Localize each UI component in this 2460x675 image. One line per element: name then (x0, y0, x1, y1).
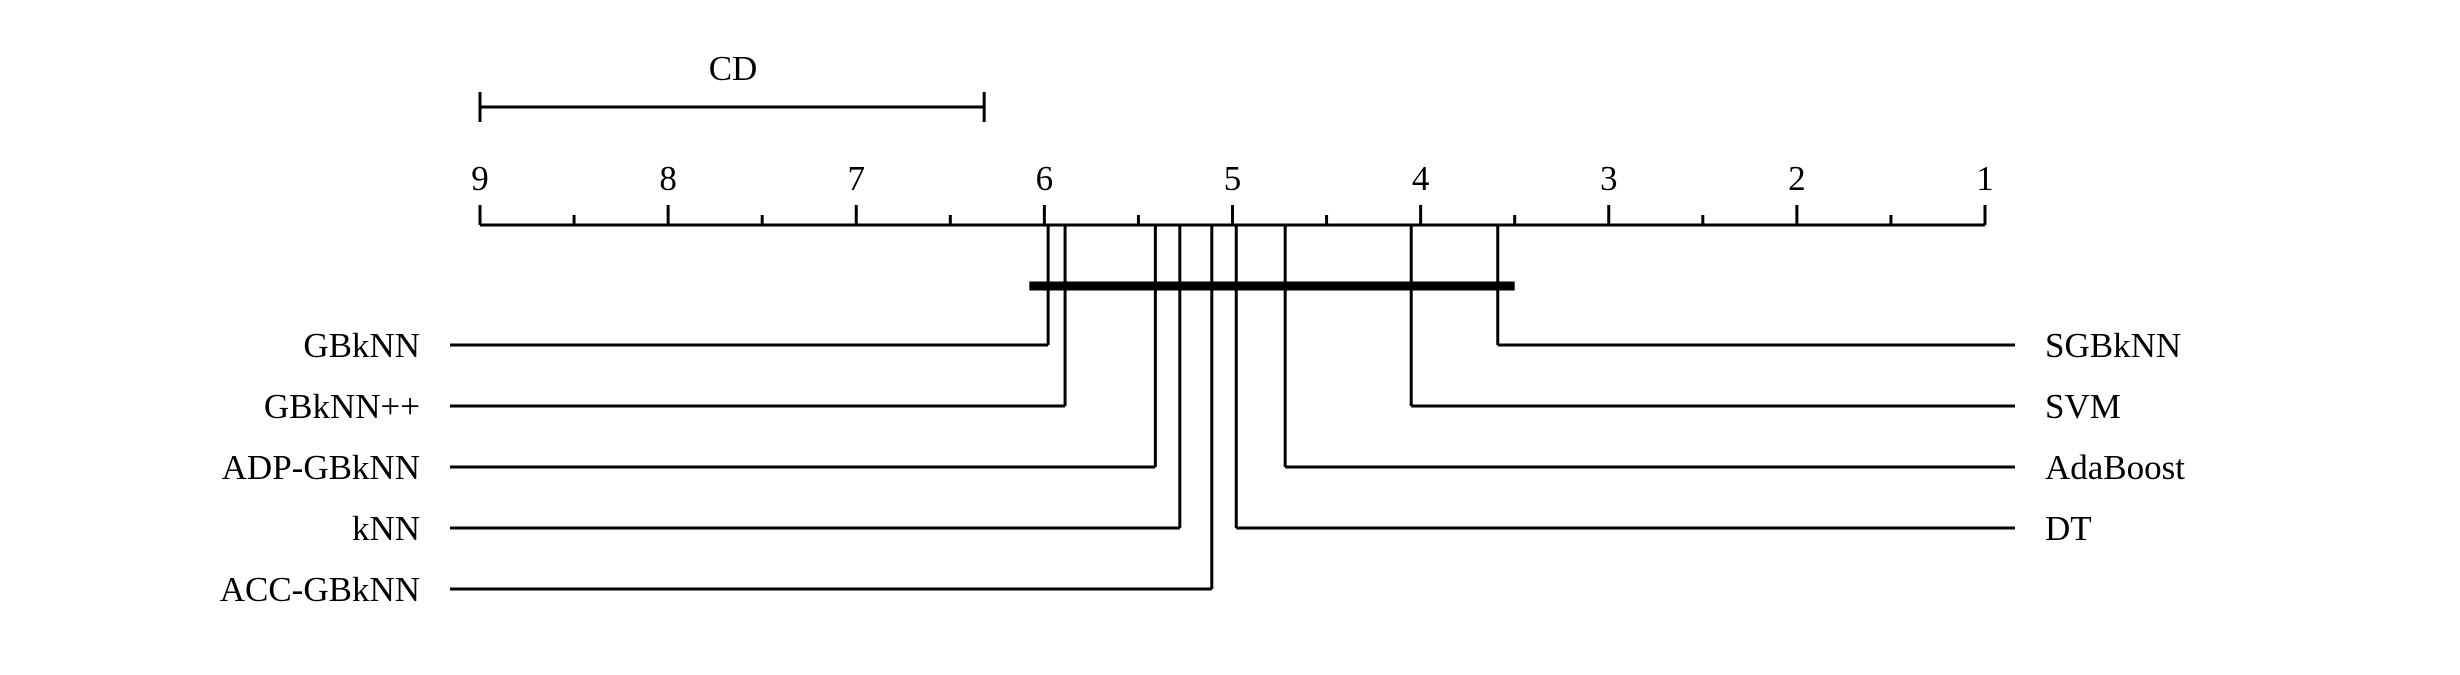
cd-bracket (478, 92, 986, 122)
method-label-knn: kNN (352, 509, 420, 548)
axis-tick-label: 3 (1600, 159, 1618, 198)
method-label-adaboost: AdaBoost (2045, 448, 2185, 487)
axis-tick-label: 9 (471, 159, 489, 198)
method-label-sgbknn: SGBkNN (2045, 326, 2181, 365)
method-label-gbknn: GBkNN (303, 326, 420, 365)
method-label-svm: SVM (2045, 387, 2121, 426)
axis-tick-label: 2 (1788, 159, 1806, 198)
axis-tick-label: 8 (659, 159, 677, 198)
axis-tick-label: 5 (1224, 159, 1242, 198)
method-label-dt: DT (2045, 509, 2092, 548)
axis-tick-label: 6 (1036, 159, 1054, 198)
rank-axis: 9 8 7 6 5 4 3 2 1 (471, 159, 1994, 227)
method-label-acc-gbknn: ACC-GBkNN (220, 570, 420, 609)
axis-tick-label: 7 (848, 159, 866, 198)
methods: GBkNN GBkNN++ ADP-GBkNN kNN ACC-GBkNN SGBkNN S… (220, 225, 2185, 609)
axis-tick-label: 1 (1976, 159, 1994, 198)
cd-label: CD (709, 49, 758, 88)
method-label-adp-gbknn: ADP-GBkNN (222, 448, 420, 487)
method-label-gbknn-: GBkNN++ (264, 387, 420, 426)
axis-tick-label: 4 (1412, 159, 1430, 198)
